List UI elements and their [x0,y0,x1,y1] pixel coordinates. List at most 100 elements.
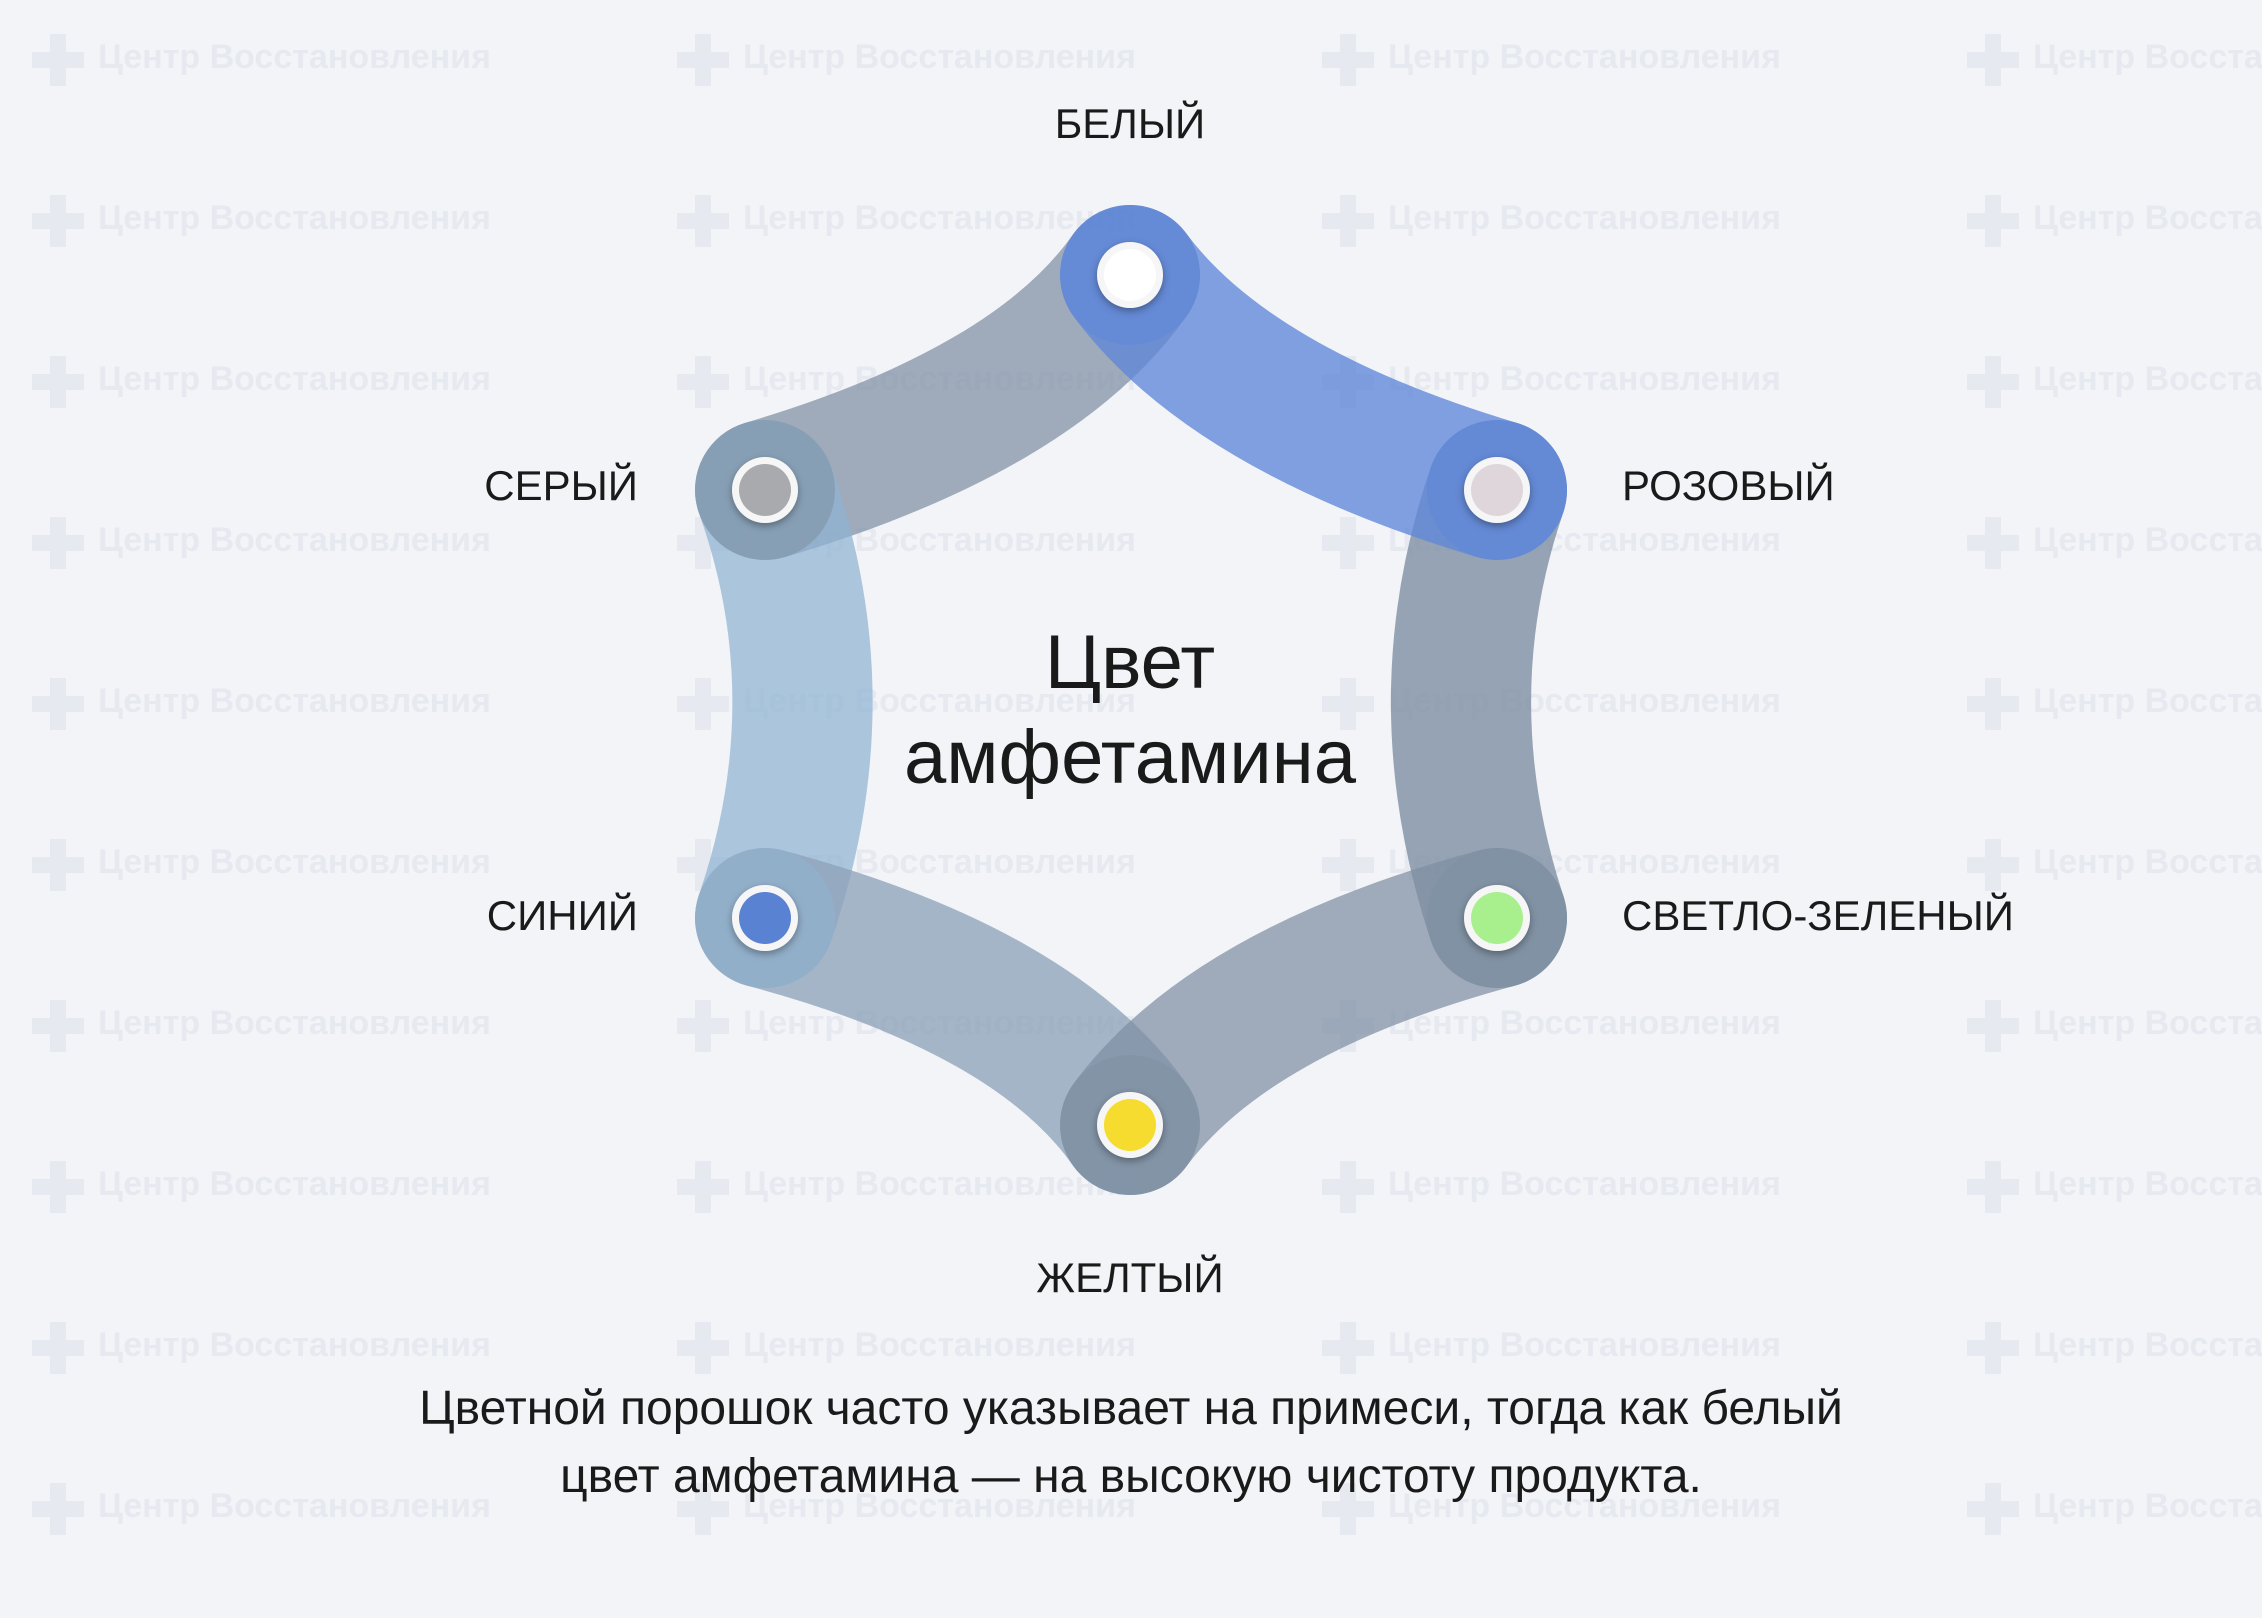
watermark-cross-icon [1967,356,2019,408]
watermark-cross-icon [1967,839,2019,891]
watermark-text: Центр Восстановления [2033,199,2262,237]
swatch-blue [739,892,791,944]
watermark: Центр Восстановления [32,1161,491,1213]
watermark-cross-icon [677,1322,729,1374]
watermark-text: Центр Восстановления [1388,1487,1781,1525]
watermark-cross-icon [32,356,84,408]
watermark-cross-icon [1322,839,1374,891]
watermark-cross-icon [1967,1322,2019,1374]
watermark-text: Центр Восстановления [1388,199,1781,237]
dot-pink [1464,457,1530,523]
watermark-text: Центр Восстановления [743,1326,1136,1364]
watermark-cross-icon [1322,195,1374,247]
dot-lgreen [1464,885,1530,951]
watermark-text: Центр Восстановления [98,1004,491,1042]
center-title: Цвет амфетамина [904,620,1357,800]
watermark-text: Центр Восстановления [1388,1165,1781,1203]
watermark-cross-icon [677,839,729,891]
watermark-text: Центр Восстановления [743,199,1136,237]
watermark-cross-icon [1967,678,2019,730]
watermark-cross-icon [1967,517,2019,569]
watermark-cross-icon [32,839,84,891]
label-lgreen: СВЕТЛО-ЗЕЛЕНЫЙ [1622,891,2014,939]
caption-line-2: цвет амфетамина — на высокую чистоту про… [560,1450,1702,1503]
watermark: Центр Восстановления [677,34,1136,86]
watermark-cross-icon [677,1161,729,1213]
watermark: Центр Восстановления [1322,1322,1781,1374]
swatch-lgreen [1471,892,1523,944]
watermark: Центр Восстановления [1967,34,2262,86]
watermark-cross-icon [677,1483,729,1535]
center-title-line-2: амфетамина [904,715,1357,800]
watermark-text: Центр Восстановления [98,843,491,881]
watermark-cross-icon [32,1161,84,1213]
label-white: БЕЛЫЙ [1055,99,1206,147]
watermark-cross-icon [32,678,84,730]
watermark-cross-icon [32,1483,84,1535]
watermark: Центр Восстановления [1967,839,2262,891]
watermark: Центр Восстановления [677,1322,1136,1374]
watermark-text: Центр Восстановления [2033,1326,2262,1364]
watermark: Центр Восстановления [677,195,1136,247]
watermark: Центр Восстановления [677,1483,1136,1535]
label-pink: РОЗОВЫЙ [1622,461,1835,509]
watermark: Центр Восстановления [1967,678,2262,730]
center-title-line-1: Цвет [1045,620,1215,705]
watermark-cross-icon [1322,1322,1374,1374]
swatch-yellow [1104,1099,1156,1151]
watermark: Центр Восстановления [1322,1483,1781,1535]
label-blue: СИНИЙ [487,891,638,939]
color-dots [732,242,1530,1158]
dot-yellow [1097,1092,1163,1158]
watermark: Центр Восстановления [32,1322,491,1374]
watermark-text: Центр Восстановления [98,38,491,76]
watermark: Центр Восстановления [1967,1483,2262,1535]
caption-line-1: Цветной порошок часто указывает на приме… [419,1382,1843,1435]
watermark: Центр Восстановления [32,1000,491,1052]
watermark: Центр Восстановления [32,195,491,247]
watermark: Центр Восстановления [32,1483,491,1535]
watermark: Центр Восстановления [1322,1161,1781,1213]
label-yellow: ЖЕЛТЫЙ [1036,1253,1223,1301]
watermark-text: Центр Восстановления [1388,360,1781,398]
watermark-cross-icon [677,1000,729,1052]
watermark-text: Центр Восстановления [743,1165,1136,1203]
watermark-cross-icon [677,195,729,247]
watermark-cross-icon [1967,1161,2019,1213]
watermark-cross-icon [1322,34,1374,86]
watermark-text: Центр Восстановления [2033,1004,2262,1042]
watermark-text: Центр Восстановления [743,38,1136,76]
watermark-cross-icon [1967,195,2019,247]
watermark-cross-icon [677,356,729,408]
watermark-text: Центр Восстановления [98,199,491,237]
watermark-text: Центр Восстановления [2033,1487,2262,1525]
watermark-text: Центр Восстановления [98,1326,491,1364]
swatch-white [1104,249,1156,301]
watermark-cross-icon [32,1000,84,1052]
dot-blue [732,885,798,951]
watermark: Центр Восстановления [32,34,491,86]
watermark-text: Центр Восстановления [98,1487,491,1525]
watermark-text: Центр Восстановления [98,682,491,720]
watermark-cross-icon [677,678,729,730]
watermark-text: Центр Восстановления [2033,682,2262,720]
watermark-cross-icon [1322,1161,1374,1213]
watermark: Центр Восстановления [32,678,491,730]
watermark: Центр Восстановления [677,1161,1136,1213]
dot-white [1097,242,1163,308]
watermark: Центр Восстановления [1967,356,2262,408]
watermark-text: Центр Восстановления [98,360,491,398]
watermark-text: Центр Восстановления [2033,360,2262,398]
watermark-cross-icon [1322,678,1374,730]
watermark-text: Центр Восстановления [2033,38,2262,76]
watermark: Центр Восстановления [1322,34,1781,86]
watermark-cross-icon [1967,1483,2019,1535]
watermark-text: Центр Восстановления [98,521,491,559]
watermark-text: Центр Восстановления [1388,38,1781,76]
watermark-cross-icon [32,1322,84,1374]
watermark: Центр Восстановления [1967,1161,2262,1213]
watermark: Центр Восстановления [32,517,491,569]
watermark: Центр Восстановления [32,839,491,891]
watermark-cross-icon [32,517,84,569]
